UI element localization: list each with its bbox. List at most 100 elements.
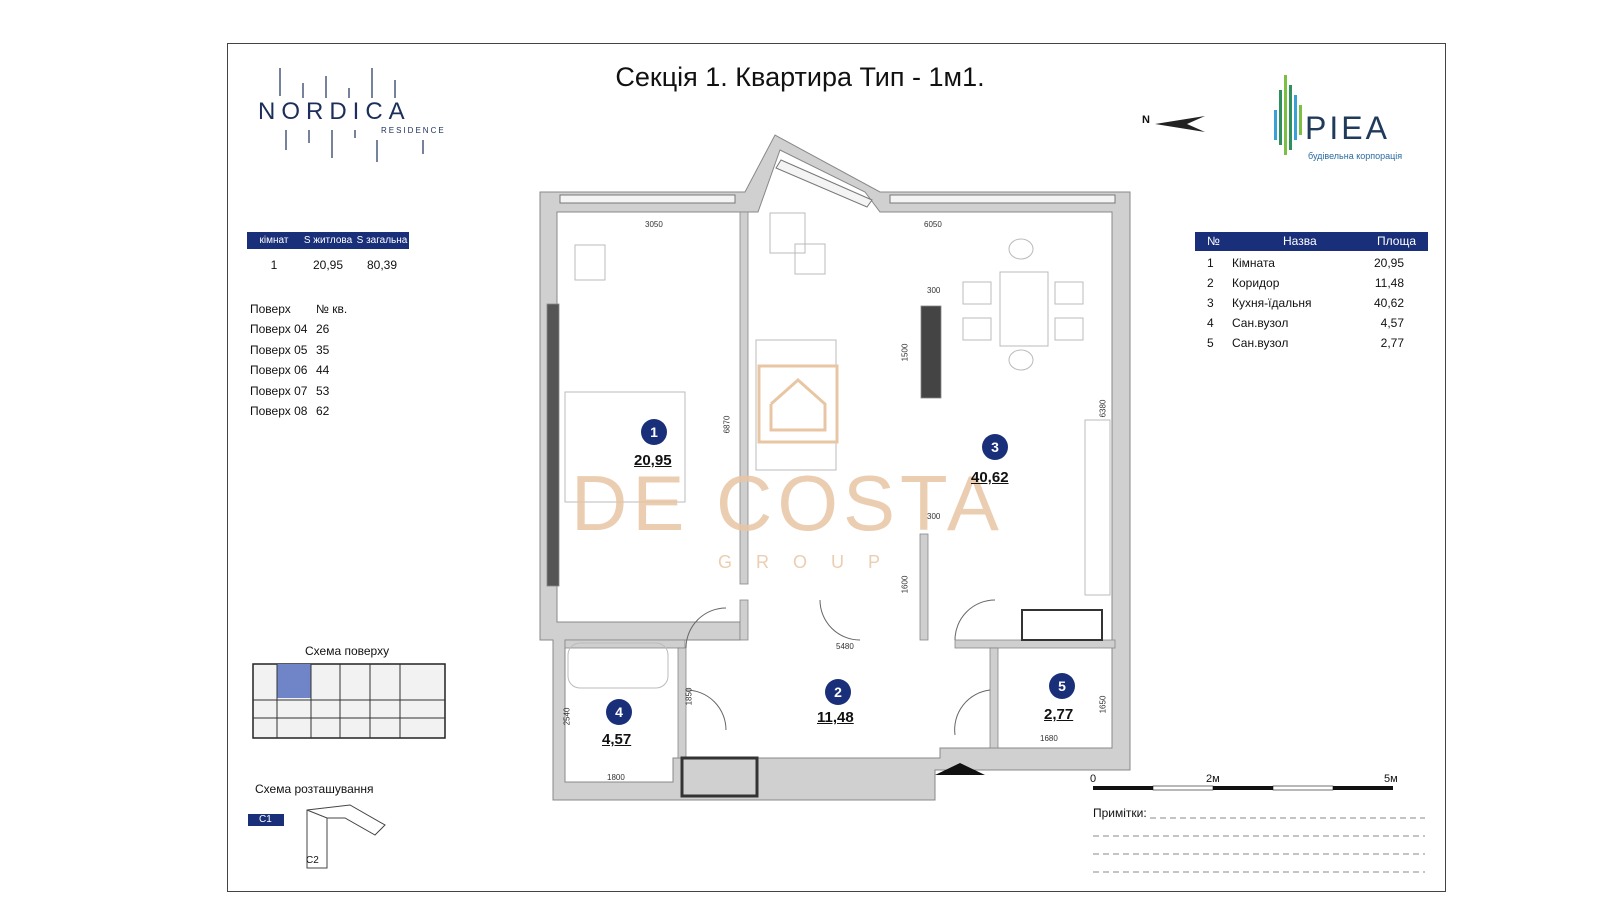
north-arrow-icon [1155,116,1205,132]
nordica-logo-sub: RESIDENCE [381,126,446,135]
room-name: Сан.вузол [1232,336,1289,350]
summary-total-value: 80,39 [366,258,398,272]
furniture [564,212,1111,798]
apt-number: 53 [316,383,330,398]
room-name: Кімната [1232,256,1275,270]
scale-label-5m: 5м [1384,773,1398,785]
floor-scheme-label: Схема поверху [305,644,390,658]
nordica-logo-lines [279,68,424,162]
dimension-label: 1500 [900,343,910,362]
summary-rooms-value: 1 [270,258,278,272]
location-scheme-map [248,804,386,869]
page-title: Секція 1. Квартира Тип - 1м1. [615,62,985,92]
summary-header-rooms: кімнат [259,235,289,246]
room-area-3: 40,62 [971,469,1009,486]
floor-row: Поверх 07 53 [250,384,347,404]
floor-name: Поверх 04 [250,322,308,337]
location-scheme-label: Схема розташування [255,782,374,796]
notes-label: Примітки: [1093,806,1147,820]
floor-name: Поверх 06 [250,363,308,378]
watermark-text: DE COSTA [571,459,1004,547]
room-area: 40,62 [1373,296,1404,310]
rooms-table-header: № Назва Площа [1195,232,1428,251]
piea-logo: PIEA будівельна корпорація [1272,70,1432,165]
room-area: 2,77 [1380,336,1404,350]
floor-name: Поверх 07 [250,383,308,398]
location-label-c2: C2 [306,855,319,866]
room-num: 2 [1207,276,1214,290]
summary-header-living: S житлова [303,235,353,246]
nordica-logo-text: NORDICA [258,98,411,125]
room-area-1: 20,95 [634,452,672,469]
dimension-label: 1650 [1098,695,1108,714]
room-area-4: 4,57 [602,731,632,748]
dimension-label: 6870 [722,415,732,434]
entrance-marker [935,763,985,775]
watermark-house-icon [757,364,839,444]
location-label-c1: C1 [259,814,272,825]
room-area: 11,48 [1374,276,1404,290]
room-name: Кухня-їдальня [1232,296,1312,310]
room-name: Сан.вузол [1232,316,1289,330]
piea-logo-sub: будівельна корпорація [1308,151,1403,161]
piea-logo-bars [1274,75,1302,155]
dimension-label: 1800 [607,773,625,782]
floor-row: Поверх 05 35 [250,343,347,363]
dimension-label: 1850 [684,687,694,706]
apt-number: 35 [316,342,330,357]
room-badge-2: 2 [825,679,851,705]
room-badge-1: 1 [641,419,667,445]
apt-number: 26 [316,322,330,337]
room-area-5: 2,77 [1044,706,1074,723]
floor-name: Поверх 08 [250,403,308,418]
dimension-label: 1680 [1040,734,1058,743]
dimension-label: 2540 [562,707,572,726]
room-num: 3 [1207,296,1214,310]
summary-living-value: 20,95 [312,258,344,272]
dimension-label: 3050 [645,220,663,229]
floor-name: Поверх 05 [250,342,308,357]
rooms-table-row: 5 Сан.вузол 2,77 [1195,336,1428,356]
dimension-label: 5480 [836,642,854,651]
floor-row: Поверх 04 26 [250,322,347,342]
watermark-sub: GROUP [718,552,905,572]
scale-bar [1093,785,1393,791]
dimension-label: 1600 [900,575,910,594]
room-area: 4,57 [1380,316,1404,330]
dimension-label: 6050 [924,220,942,229]
rooms-table-row: 1 Кімната 20,95 [1195,256,1428,276]
room-area: 20,95 [1373,256,1404,270]
floor-scheme-map [252,663,446,739]
notes-lines [1093,817,1425,873]
room-badge-5: 5 [1049,673,1075,699]
floors-table: Поверх № кв. Поверх 04 26 Поверх 05 35 Пов… [250,302,347,424]
rooms-header-area: Площа [1377,234,1416,248]
interior-walls [546,211,1116,759]
piea-logo-text: PIEA [1305,110,1390,146]
room-num: 1 [1207,256,1214,270]
room-num: 4 [1207,316,1214,330]
nordica-logo: NORDICA RESIDENCE [258,68,458,168]
floor-row: Поверх 06 44 [250,363,347,383]
dimension-label: 6380 [1098,399,1108,418]
dimension-label: 300 [927,286,941,295]
room-num: 5 [1207,336,1214,350]
summary-table-header: кімнат S житлова S загальна [247,232,409,249]
scale-label-2m: 2м [1206,773,1220,785]
summary-header-total: S загальна [356,235,408,246]
apt-number: 44 [316,363,330,378]
door-swings [685,599,996,736]
room-badge-3: 3 [982,434,1008,460]
windows [559,159,1116,208]
floors-header: Поверх № кв. [250,302,347,322]
north-label: N [1142,114,1150,126]
scale-label-0: 0 [1090,773,1097,785]
rooms-table-row: 3 Кухня-їдальня 40,62 [1195,296,1428,316]
dimension-label: 300 [927,512,941,521]
rooms-header-name: Назва [1283,234,1317,248]
room-badge-4: 4 [606,699,632,725]
floors-header-apt: № кв. [316,302,348,316]
